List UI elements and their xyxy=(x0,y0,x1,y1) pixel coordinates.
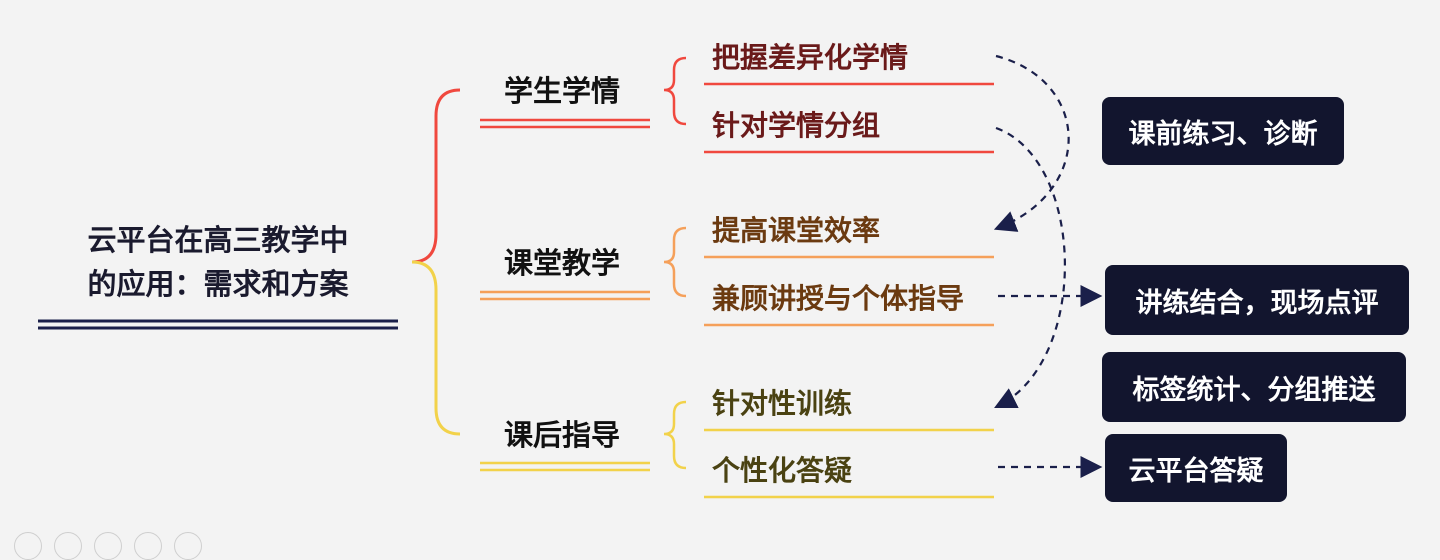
arrow-curve xyxy=(993,54,1070,232)
root-title-line: 云平台在高三教学中 xyxy=(87,223,349,257)
solution-box: 标签统计、分组推送 xyxy=(1102,352,1406,422)
solution-label: 标签统计、分组推送 xyxy=(1132,374,1376,406)
category-brace xyxy=(663,56,687,126)
root-title-line: 的应用：需求和方案 xyxy=(87,267,349,301)
solution-label: 云平台答疑 xyxy=(1128,455,1264,487)
mindmap-canvas: 云平台在高三教学中 的应用：需求和方案 学生学情 课堂教学 课后指导 把握差异化… xyxy=(14,41,1409,560)
category-student: 学生学情 xyxy=(504,74,621,108)
nav-dot-icon[interactable] xyxy=(94,532,122,560)
leaf-item: 把握差异化学情 xyxy=(712,41,909,74)
leaf-item: 个性化答疑 xyxy=(712,454,853,487)
solution-label: 讲练结合，现场点评 xyxy=(1135,287,1379,319)
category-brace xyxy=(663,226,687,298)
solution-box: 讲练结合，现场点评 xyxy=(1105,265,1409,335)
category-afterclass: 课后指导 xyxy=(504,418,621,452)
connector-lines xyxy=(38,54,1103,499)
root-bracket-bottom xyxy=(411,260,461,436)
nav-dot-icon[interactable] xyxy=(14,532,42,560)
nav-dot-icon[interactable] xyxy=(134,532,162,560)
leaf-item: 针对学情分组 xyxy=(712,109,881,142)
root-bracket-top xyxy=(411,88,461,264)
solution-label: 课前练习、诊断 xyxy=(1128,118,1318,150)
leaf-item: 针对性训练 xyxy=(712,387,853,420)
category-brace xyxy=(663,400,687,470)
arrow-curve xyxy=(994,126,1066,408)
category-classroom: 课堂教学 xyxy=(504,246,621,280)
leaf-item: 提高课堂效率 xyxy=(712,214,881,247)
nav-dot-icon[interactable] xyxy=(54,532,82,560)
solution-box: 课前练习、诊断 xyxy=(1102,97,1344,165)
nav-dot-icon[interactable] xyxy=(174,532,202,560)
leaf-item: 兼顾讲授与个体指导 xyxy=(712,282,965,315)
solution-box: 云平台答疑 xyxy=(1105,434,1287,502)
root-title: 云平台在高三教学中 的应用：需求和方案 xyxy=(40,218,396,306)
